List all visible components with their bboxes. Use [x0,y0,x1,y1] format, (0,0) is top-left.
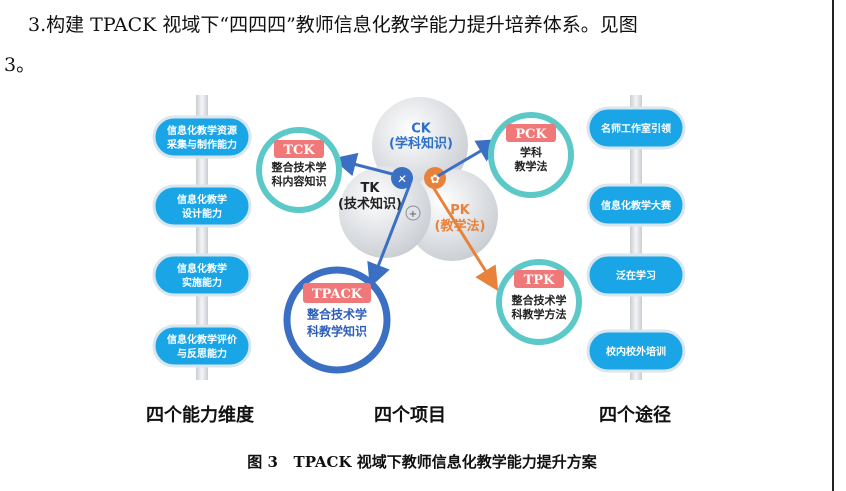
ck-label: CK(学科知识) [389,122,453,152]
label-four-projects: 四个项目 [374,404,446,426]
arrow-to-tpack [367,183,412,288]
label-four-dimensions: 四个能力维度 [146,404,255,426]
pk-label: PK(教学法) [435,203,486,234]
left-pill-3 [152,324,252,368]
left-pill-text-2: 信息化教学实施能力 [177,262,227,289]
arrow-to-tpk [428,181,499,292]
tech-icon [391,167,413,189]
right-pill-0 [586,106,686,150]
tpack-node: TPACK 整合技术学科教学知识 [283,266,391,374]
tpack-text: 整合技术学科教学知识 [306,307,367,339]
tck-text: 整合技术学科内容知识 [271,160,327,188]
tpk-node: TPK 整合技术学科教学方法 [496,259,582,345]
left-pill-0 [152,115,252,159]
page-edge-line [832,0,834,491]
left-column: 信息化教学资源采集与制作能力信息化教学设计能力信息化教学实施能力信息化教学评价与… [152,115,252,368]
left-pill-text-1: 信息化教学设计能力 [177,193,227,220]
left-pill-2 [152,253,252,297]
plus-icon [405,205,421,221]
tpk-tag: TPK [524,273,555,288]
tpk-text: 整合技术学科教学方法 [511,293,567,321]
right-pill-text-0: 名师工作室引领 [601,122,671,135]
leaf-icon: ✿ [430,172,440,186]
pck-text: 学科教学法 [514,145,548,173]
right-pill-3 [586,329,686,373]
tpack-tag: TPACK [312,287,363,302]
svg-text:+: + [409,209,417,220]
right-pill-text-1: 信息化教学大赛 [601,199,672,212]
tk-label: TK(技术知识) [338,181,402,212]
arrow-to-pck [437,138,502,178]
pck-tag: PCK [515,127,547,142]
right-pill-text-2: 泛在学习 [616,269,656,282]
paragraph-line-2: 3。 [4,54,36,76]
left-pill-1 [152,184,252,228]
tck-node: TCK 整合技术学科内容知识 [256,127,342,213]
right-pill-2 [586,253,686,297]
tools-icon: ✕ [397,172,407,186]
right-pole [630,95,642,380]
pck-node: PCK 学科教学法 [488,112,574,198]
paragraph-line-1: 3.构建 TPACK 视域下“四四四”教师信息化教学能力提升培养体系。见图 [28,14,638,36]
figure-caption: 图 3 TPACK 视域下教师信息化教学能力提升方案 [247,453,598,471]
tck-tag: TCK [283,143,315,158]
right-pill-1 [586,183,686,227]
label-four-approaches: 四个途径 [599,404,671,426]
left-pole [196,95,208,380]
left-pill-text-3: 信息化教学评价与反思能力 [167,333,238,360]
left-pill-text-0: 信息化教学资源采集与制作能力 [166,124,237,151]
arrow-to-tck [332,152,401,178]
right-pill-text-3: 校内校外培训 [606,345,666,358]
